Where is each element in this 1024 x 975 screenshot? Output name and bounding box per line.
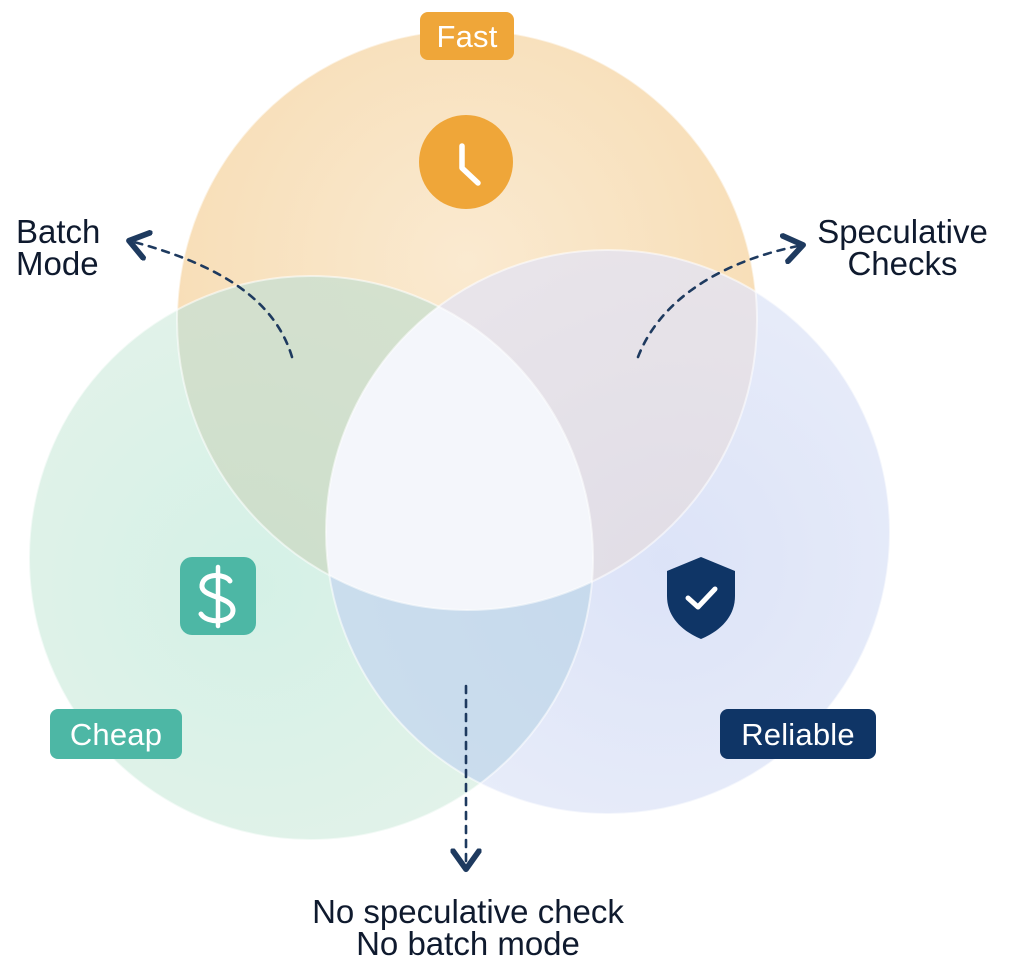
arrow-batch-mode	[134, 242, 294, 359]
overlap-center	[326, 276, 593, 610]
callout-bottom-line2: No batch mode	[356, 925, 580, 962]
dollar-icon	[180, 557, 256, 635]
callout-batch-mode: Batch Mode	[16, 213, 101, 282]
callout-batch-mode-line2: Mode	[16, 245, 99, 282]
arrow-speculative-checks	[636, 246, 798, 359]
label-fast: Fast	[420, 12, 514, 60]
callout-speculative-checks: Speculative Checks	[790, 213, 1015, 282]
callout-speculative-checks-line2: Checks	[847, 245, 958, 282]
clock-icon	[419, 115, 513, 209]
callout-bottom-line1: No speculative check	[312, 893, 624, 930]
label-cheap: Cheap	[50, 709, 182, 759]
callout-speculative-checks-line1: Speculative	[817, 213, 988, 250]
callout-bottom: No speculative check No batch mode	[268, 893, 668, 962]
shield-check-icon	[667, 557, 735, 639]
label-reliable: Reliable	[720, 709, 876, 759]
callout-batch-mode-line1: Batch	[16, 213, 101, 250]
